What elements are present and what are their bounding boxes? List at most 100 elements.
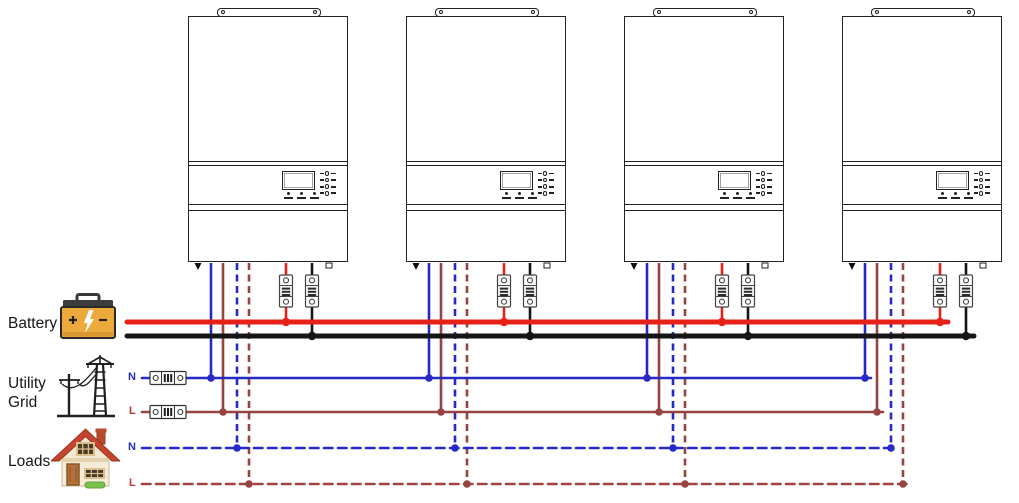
panel-divider xyxy=(189,165,347,166)
inverter-body xyxy=(406,16,566,262)
inverter-3-ac-input-neutral-junction-dot xyxy=(643,374,651,382)
panel-button-icon xyxy=(964,192,973,199)
inverter-3-ac-input-line-junction-dot xyxy=(655,408,663,416)
panel-divider xyxy=(189,161,347,162)
inverter-4-battery-negative-breaker-screw-icon xyxy=(962,298,970,305)
utility-line-label: L xyxy=(129,405,136,417)
inverter-1-battery-negative-breaker-screw-icon xyxy=(308,277,316,284)
inverter-2-battery-negative-breaker-element xyxy=(525,294,535,296)
led-indicator-icon xyxy=(756,171,772,176)
loads-neutral-label: N xyxy=(128,441,136,453)
inverter-1-cable-gland xyxy=(325,262,333,269)
inverter-2-battery-positive-breaker-element xyxy=(499,290,509,293)
inverter-1-battery-positive-breaker-element xyxy=(281,290,291,293)
led-indicator-icon xyxy=(320,177,336,183)
inverter-2-cable-gland xyxy=(543,262,551,269)
led-indicator-icon xyxy=(320,190,336,196)
inverter-1-battery-positive-breaker-element xyxy=(281,287,291,290)
inverter-1-battery-negative-breaker-screw-icon xyxy=(308,298,316,305)
inverter-2-battery-negative-breaker-screw-icon xyxy=(526,298,534,305)
lcd-display xyxy=(500,171,533,190)
inverter-1-ac-output-line-junction-dot xyxy=(245,480,253,488)
inverter-3 xyxy=(624,8,784,264)
inverter-4-battery-positive-breaker-element xyxy=(935,287,945,290)
utility-neutral-label: N xyxy=(128,371,136,383)
utility-neutral-fuse-element xyxy=(170,374,173,382)
inverter-2-ac-input-neutral-junction-dot xyxy=(425,374,433,382)
inverter-3-battery-positive-breaker-screw-icon xyxy=(718,277,726,284)
panel-button-icon xyxy=(284,192,293,199)
panel-button-icon xyxy=(528,192,537,199)
panel-button-icon xyxy=(515,192,524,199)
led-indicator-icon xyxy=(538,177,554,183)
bracket-screw-icon xyxy=(749,10,753,14)
panel-button-icon xyxy=(733,192,742,199)
inverter-2-battery-negative-junction-dot xyxy=(525,331,535,341)
inverter-3-ground-lug xyxy=(630,263,638,270)
panel-band xyxy=(625,204,783,211)
utility-line-fuse-element xyxy=(163,408,166,416)
inverter-3-battery-positive-breaker-element xyxy=(717,294,727,296)
inverter-2-ac-input-line-junction-dot xyxy=(437,408,445,416)
led-indicator-icon xyxy=(974,171,990,176)
utility-line-fuse-element xyxy=(167,408,169,416)
inverter-4-battery-positive-junction-dot xyxy=(935,317,945,327)
panel-button-icon xyxy=(938,192,947,199)
inverter-3-battery-positive-junction-dot xyxy=(717,317,727,327)
led-indicator-icon xyxy=(756,190,772,196)
utility-neutral-fuse-element xyxy=(163,374,166,382)
inverter-1-battery-positive-breaker-screw-icon xyxy=(282,298,290,305)
inverter-3-battery-positive-breaker-screw-icon xyxy=(718,298,726,305)
panel-divider xyxy=(407,165,565,166)
panel-band xyxy=(407,204,565,211)
inverter-4-battery-negative-breaker-element xyxy=(961,294,971,296)
led-indicator-icon xyxy=(756,184,772,189)
panel-divider xyxy=(625,161,783,162)
control-buttons xyxy=(284,192,319,199)
bracket-screw-icon xyxy=(875,10,879,14)
panel-button-icon xyxy=(951,192,960,199)
utility-neutral-fuse-screw-icon xyxy=(152,374,159,382)
led-indicator-icon xyxy=(974,184,990,189)
inverter-3-battery-positive-breaker-element xyxy=(717,290,727,293)
utility-line-fuse-screw-icon xyxy=(152,408,159,416)
house-icon xyxy=(51,428,120,489)
inverter-4-ground-lug xyxy=(848,263,856,270)
inverter-2-ground-lug xyxy=(412,263,420,270)
lcd-display xyxy=(936,171,969,190)
inverter-2-battery-negative-breaker-element xyxy=(525,287,535,290)
panel-button-icon xyxy=(720,192,729,199)
inverter-4-battery-positive-breaker-element xyxy=(935,290,945,293)
inverter-1-battery-negative-breaker-element xyxy=(307,290,317,293)
led-indicators xyxy=(756,171,772,196)
inverter-body xyxy=(188,16,348,262)
inverter-1-battery-negative-breaker-element xyxy=(307,287,317,290)
inverter-2 xyxy=(406,8,566,264)
led-indicator-icon xyxy=(974,190,990,196)
inverter-2-battery-negative-breaker-screw-icon xyxy=(526,277,534,284)
bracket-screw-icon xyxy=(221,10,225,14)
inverter-2-battery-positive-breaker-screw-icon xyxy=(500,298,508,305)
led-indicator-icon xyxy=(538,184,554,189)
loads-line-label: L xyxy=(129,477,136,489)
inverter-2-ac-output-neutral-junction-dot xyxy=(451,444,459,452)
inverter-1-ac-input-neutral-junction-dot xyxy=(207,374,215,382)
inverter-3-cable-gland xyxy=(761,262,769,269)
led-indicator-icon xyxy=(320,184,336,189)
inverter-1-battery-positive-junction-dot xyxy=(281,317,291,327)
panel-divider xyxy=(407,161,565,162)
inverter-2-battery-negative-breaker-element xyxy=(525,290,535,293)
inverter-2-battery-positive-breaker-element xyxy=(499,287,509,290)
control-buttons xyxy=(502,192,537,199)
loads-label: Loads xyxy=(8,453,51,470)
led-indicators xyxy=(320,171,336,196)
inverter-1-battery-positive-breaker-screw-icon xyxy=(282,277,290,284)
panel-button-icon xyxy=(310,192,319,199)
panel-button-icon xyxy=(746,192,755,199)
inverter-4-battery-negative-junction-dot xyxy=(961,331,971,341)
inverter-1-battery-negative-junction-dot xyxy=(307,331,317,341)
utility-line-fuse-element xyxy=(170,408,173,416)
battery-icon xyxy=(60,293,116,339)
led-indicator-icon xyxy=(974,177,990,183)
